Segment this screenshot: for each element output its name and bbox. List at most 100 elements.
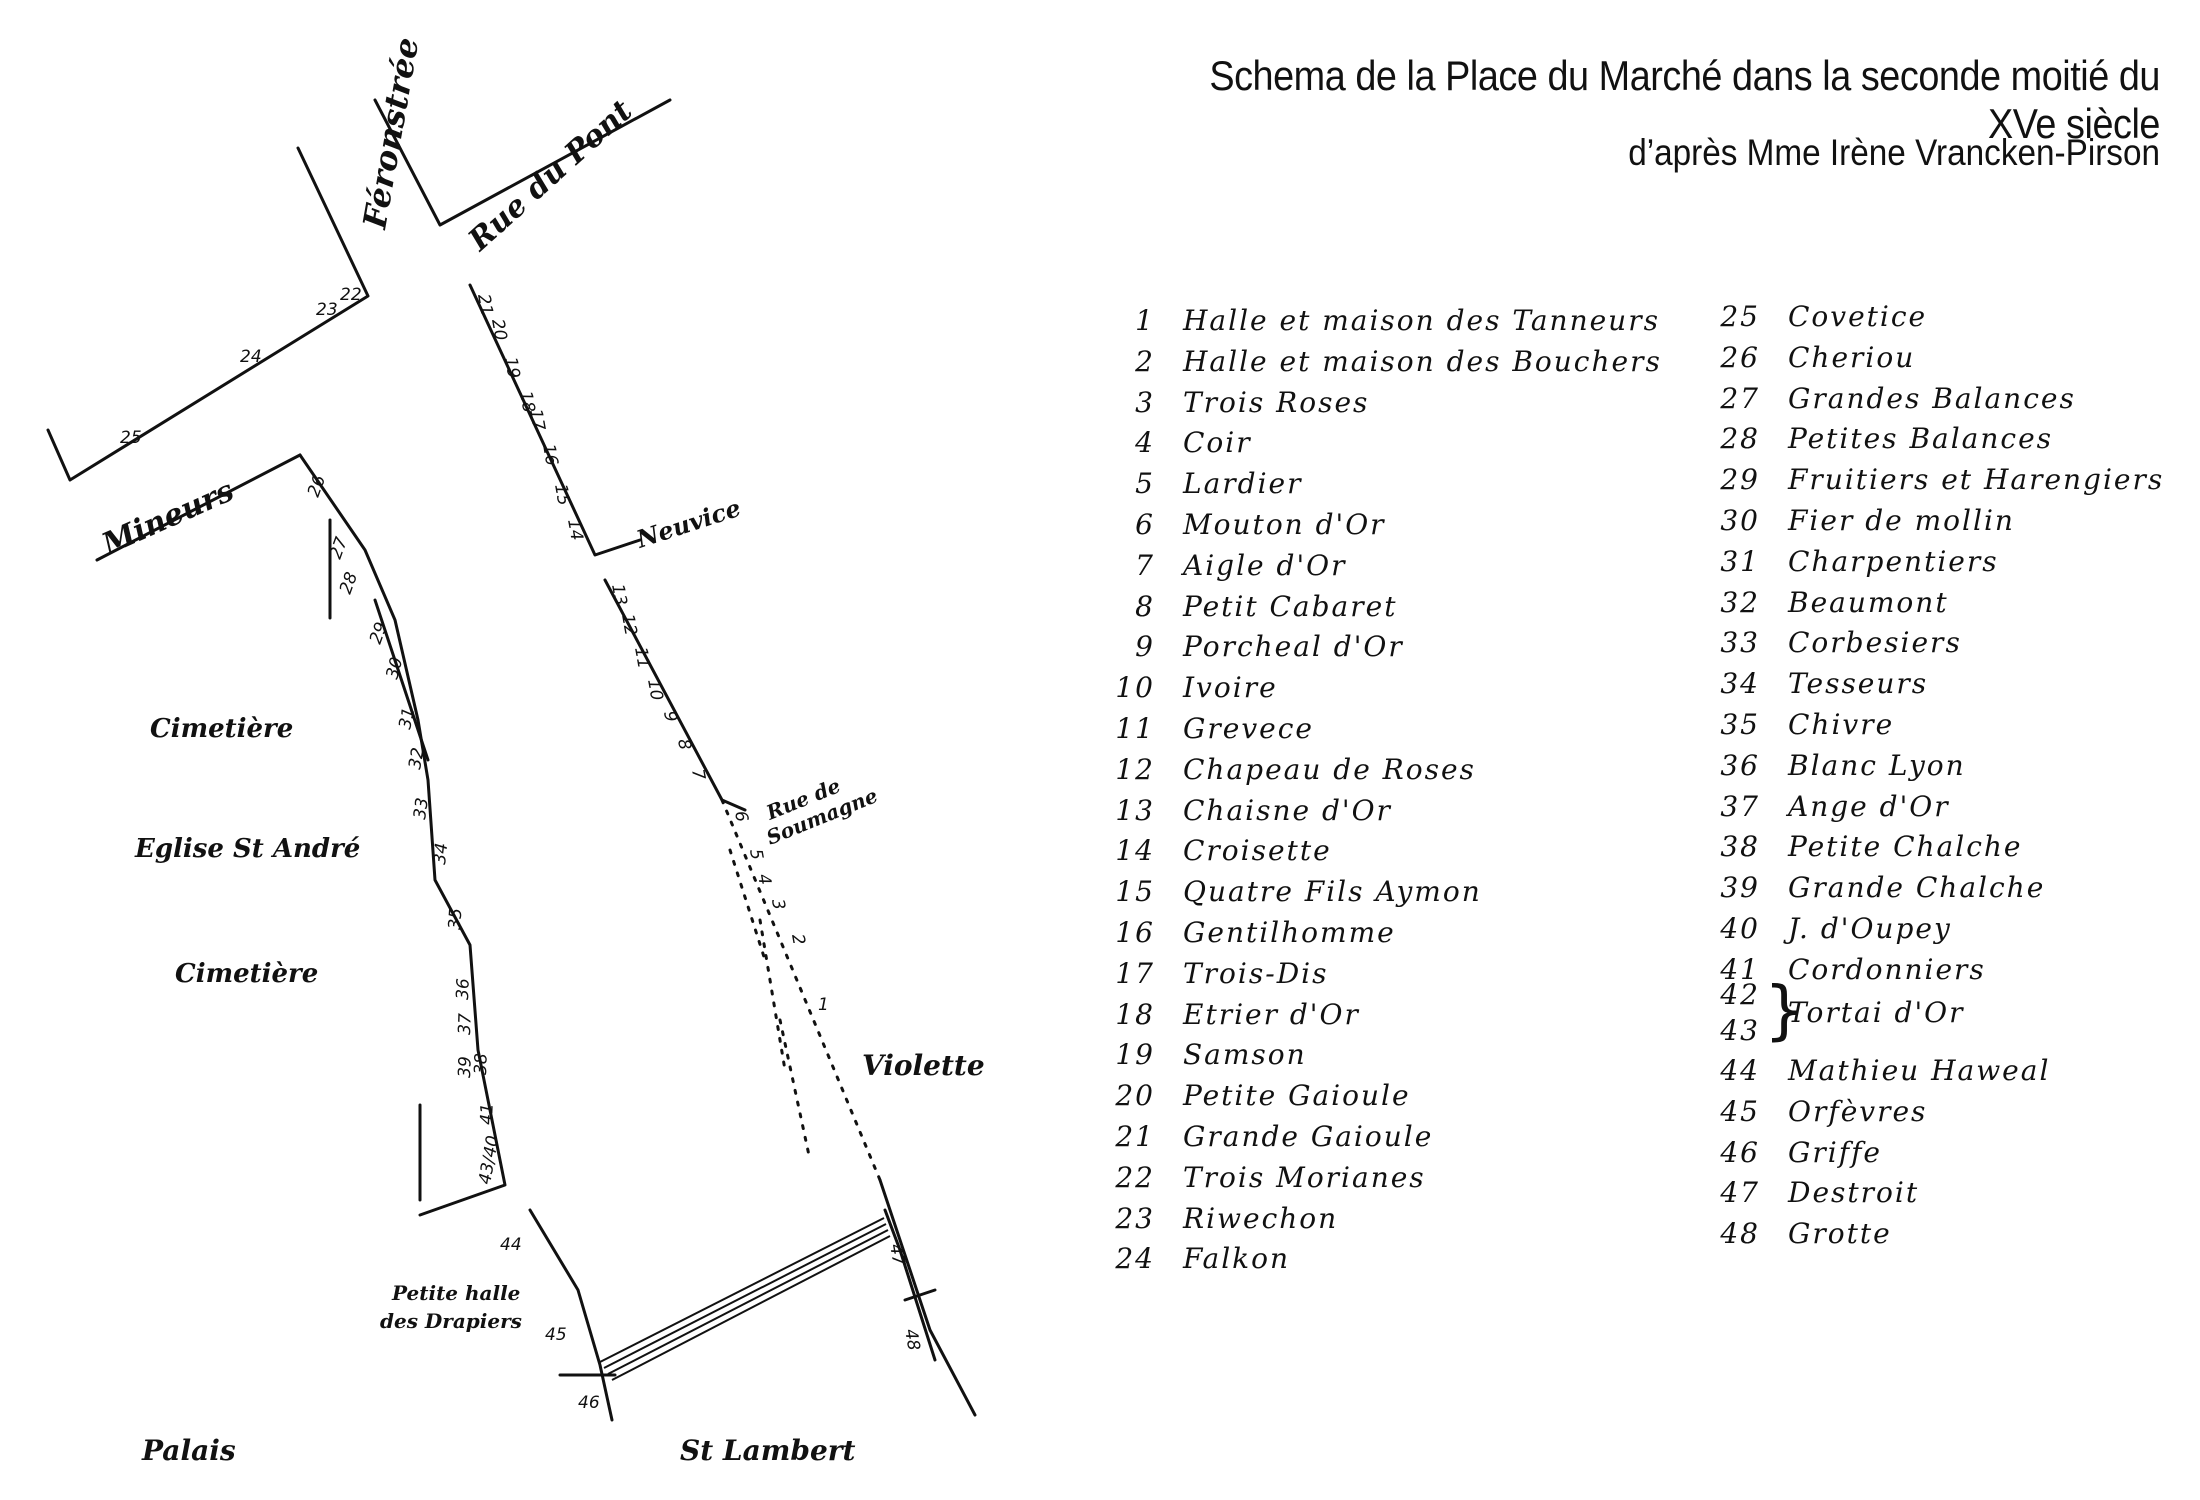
street-edge-right-block-upper [468,283,642,557]
legend-entry-name: Grande Chalche [1788,871,2046,905]
place-label-cimetiere-2: Cimetière [175,959,318,989]
street-label-feronstree: Féronstrée [355,35,426,233]
stall-47-48 [883,1208,937,1362]
lot-36: 36 [453,978,474,1001]
legend-entry-number: 40 [1720,912,1760,945]
lot-7: 7 [687,767,709,781]
legend-entry-number: 33 [1720,626,1760,660]
legend-entry-name: J. d'Oupey [1788,912,1952,945]
lot-2: 2 [787,932,809,946]
legend-entry-name: Cheriou [1788,340,1916,374]
legend-entry-name: Porcheal d'Or [1183,630,1404,664]
legend-entry-number: 13 [1115,793,1155,827]
legend-entry: 40 J. d'Oupey [1690,912,1952,950]
lot-19: 19 [500,355,523,380]
legend-entry-name: Chaisne d'Or [1183,793,1392,827]
legend-entry: 37 Ange d'Or [1690,790,1950,828]
lot-34: 34 [430,842,452,866]
legend-entry-name: Grotte [1788,1217,1892,1251]
legend-entry-number: 48 [1720,1217,1760,1251]
dotted-lot-box [728,848,812,1162]
legend-entry-name: Destroit [1788,1176,1920,1210]
street-edge-rue-du-pont [373,98,672,227]
legend-entry: 2 Halle et maison des Bouchers [1085,345,1662,383]
lot-13: 13 [607,582,630,607]
lot-1: 1 [818,995,829,1015]
hatched-passage [599,1217,891,1381]
legend-entry-number: 46 [1720,1135,1760,1169]
legend-entry-name: Halle et maison des Bouchers [1183,344,1662,378]
legend-entry-number: 26 [1720,340,1760,374]
legend-entry-number: 30 [1720,504,1760,537]
legend-entry-name: Cordonniers [1788,952,1986,986]
legend-entry-number: 38 [1720,830,1760,864]
lot-38: 38 [471,1053,492,1076]
legend-entry-number: 11 [1115,712,1155,745]
legend-entry-name: Petites Balances [1788,422,2054,456]
legend-entry-number: 41 [1720,952,1760,986]
legend-entry-number: 47 [1720,1176,1760,1210]
legend-entry-number: 3 [1135,385,1155,419]
legend-entry-number: 4 [1135,426,1155,460]
legend-entry-name: Ange d'Or [1788,789,1950,823]
legend-entry-name: Petite Chalche [1788,830,2023,864]
legend-entry-name: Samson [1183,1038,1307,1072]
lot-21: 21 [473,292,496,317]
legend-entry: 48 Grotte [1690,1217,1892,1255]
legend-entry: 30 Fier de mollin [1690,504,2015,542]
legend-entry-number: 23 [1115,1201,1155,1235]
lot-14: 14 [563,517,586,542]
legend-entry-number: 37 [1720,789,1760,823]
lot-48: 48 [900,1327,923,1352]
street-edge-left-inner [328,518,430,762]
legend-entry-number: 17 [1115,956,1155,990]
place-label-st-lambert: St Lambert [680,1434,856,1467]
legend-entry-name: Coir [1183,426,1252,460]
legend-entry-number: 20 [1115,1079,1155,1113]
lot-17: 17 [525,407,548,432]
lot-12: 12 [617,612,640,637]
legend-entry-name: Fruitiers et Harengiers [1788,463,2165,497]
legend-entry-name: Petit Cabaret [1183,589,1398,623]
legend-entry: 4 Coir [1085,426,1252,464]
lot-25: 25 [120,428,142,448]
legend-entry-number: 24 [1115,1242,1155,1276]
legend-entry-name: Griffe [1788,1135,1883,1169]
legend-entry-number: 45 [1720,1094,1760,1128]
legend-entry-number: 9 [1135,630,1155,664]
legend-entry-number: 22 [1115,1160,1155,1194]
legend-entry: 26 Cheriou [1690,341,1915,379]
lot-44: 44 [500,1235,522,1255]
legend-entry-name: Mathieu Haweal [1788,1054,2051,1087]
place-label-cimetiere-1: Cimetière [150,714,293,744]
legend-entry-name: Grevece [1183,712,1314,745]
lot-11: 11 [630,645,653,670]
legend-entry-number: 2 [1135,344,1155,378]
lot-8: 8 [673,737,695,751]
lot-22: 22 [340,285,362,305]
lot-18: 18 [515,389,538,414]
legend-brace-glyph: } [1764,974,1807,1048]
legend-entry-name: Trois-Dis [1183,956,1329,990]
legend-entry-number: 5 [1135,467,1155,501]
legend-entry-name: Fier de mollin [1788,504,2015,537]
legend-entry-number: 16 [1115,916,1155,949]
lot-5: 5 [745,847,767,861]
legend-entry: 11 Grevece [1085,712,1314,750]
legend-entry-number: 27 [1720,381,1760,415]
street-edge-bottom [528,1208,614,1422]
legend-entry-number: 25 [1720,300,1760,333]
